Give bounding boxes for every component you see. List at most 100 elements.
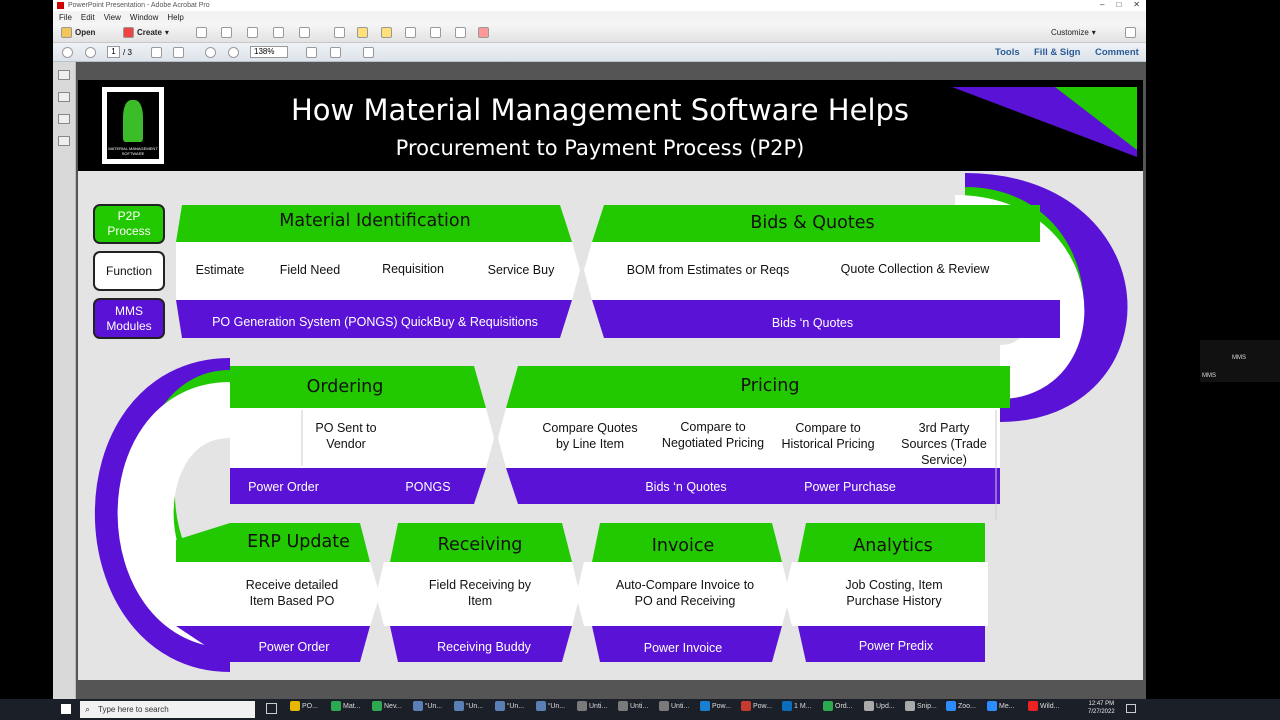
taskbar-item[interactable]: Snip... xyxy=(905,701,942,711)
fill-sign-link[interactable]: Fill & Sign xyxy=(1034,47,1081,58)
band-erp-purple xyxy=(176,626,370,662)
taskbar-item[interactable]: “Un... xyxy=(454,701,491,711)
comment-icon[interactable] xyxy=(357,27,368,38)
previous-page-icon[interactable] xyxy=(62,47,73,58)
open-button[interactable]: Open xyxy=(61,27,95,38)
document-icon[interactable] xyxy=(430,27,441,38)
navigation-pane xyxy=(53,62,76,699)
zoom-select[interactable]: 138% xyxy=(250,46,288,58)
section-title-erp-update: ERP Update xyxy=(247,532,350,552)
function-field-receiving: Field Receiving by Item xyxy=(428,578,532,608)
taskbar-item[interactable]: “Un... xyxy=(495,701,532,711)
taskbar-item[interactable]: Me... xyxy=(987,701,1024,711)
email-icon[interactable] xyxy=(299,27,310,38)
task-view-icon[interactable] xyxy=(266,703,277,714)
taskbar-item[interactable]: Nev... xyxy=(372,701,409,711)
taskbar-item[interactable]: “Un... xyxy=(536,701,573,711)
sign-icon[interactable] xyxy=(405,27,416,38)
function-compare-historical: Compare to Historical Pricing xyxy=(781,421,875,451)
band-pricing-white xyxy=(498,408,1000,468)
close-icon[interactable]: ✕ xyxy=(1133,0,1140,9)
function-bom: BOM from Estimates or Reqs xyxy=(626,263,790,277)
create-pdf-icon xyxy=(123,27,134,38)
menu-window[interactable]: Window xyxy=(129,12,159,22)
hand-tool-icon[interactable] xyxy=(173,47,184,58)
module-receiving-buddy: Receiving Buddy xyxy=(437,640,531,654)
taskbar-item[interactable]: Unti... xyxy=(618,701,655,711)
section-title-material-identification: Material Identification xyxy=(279,211,471,231)
bookmarks-icon[interactable] xyxy=(58,92,70,102)
menu-view[interactable]: View xyxy=(103,12,121,22)
band-bids-green xyxy=(592,205,1040,242)
customize-button[interactable]: Customize▾ xyxy=(1051,28,1096,37)
function-po-sent: PO Sent to Vendor xyxy=(315,421,377,451)
minimize-icon[interactable]: – xyxy=(1100,0,1105,9)
taskbar-item[interactable]: Pow... xyxy=(700,701,737,711)
cloud-icon[interactable] xyxy=(221,27,232,38)
module-pongs-quickbuy: PO Generation System (PONGS) QuickBuy & … xyxy=(212,315,538,329)
title-bar: PowerPoint Presentation - Adobe Acrobat … xyxy=(53,0,1146,11)
notifications-icon[interactable] xyxy=(1126,704,1136,713)
taskbar-item[interactable]: Zoo... xyxy=(946,701,983,711)
comment-link[interactable]: Comment xyxy=(1095,47,1139,58)
windows-taskbar xyxy=(0,699,1280,720)
print-icon[interactable] xyxy=(247,27,258,38)
zoom-in-icon[interactable] xyxy=(228,47,239,58)
taskbar-item[interactable]: Ord... xyxy=(823,701,860,711)
save-icon[interactable] xyxy=(196,27,207,38)
fit-width-icon[interactable] xyxy=(330,47,341,58)
tools-link[interactable]: Tools xyxy=(995,47,1020,58)
zoom-out-icon[interactable] xyxy=(205,47,216,58)
band-invoice-white xyxy=(576,562,790,626)
next-page-icon[interactable] xyxy=(85,47,96,58)
taskbar-item[interactable]: PO... xyxy=(290,701,327,711)
chevron-down-icon: ▾ xyxy=(1091,28,1096,37)
share-icon[interactable] xyxy=(478,27,489,38)
windows-start-icon[interactable] xyxy=(61,704,71,714)
taskbar-item[interactable]: “Un... xyxy=(413,701,450,711)
gear-icon[interactable] xyxy=(334,27,345,38)
page-thumbnails-icon[interactable] xyxy=(58,70,70,80)
attachments-icon[interactable] xyxy=(58,114,70,124)
function-quote-collection: Quote Collection & Review xyxy=(840,262,990,276)
expand-icon[interactable] xyxy=(1125,27,1136,38)
maximize-icon[interactable]: □ xyxy=(1116,0,1122,9)
module-power-purchase: Power Purchase xyxy=(804,480,896,494)
menu-edit[interactable]: Edit xyxy=(80,12,95,22)
section-title-invoice: Invoice xyxy=(651,536,715,556)
page-number-input[interactable]: 1 xyxy=(107,46,120,58)
edit-icon[interactable] xyxy=(273,27,284,38)
menu-help[interactable]: Help xyxy=(167,12,184,22)
mms-logo: MATERIAL MANAGEMENT SOFTWARE xyxy=(100,85,166,166)
read-mode-icon[interactable] xyxy=(363,47,374,58)
taskbar-clock[interactable]: 12:47 PM 7/27/2022 xyxy=(1088,701,1115,715)
chevron-down-icon: ▾ xyxy=(164,28,169,37)
create-button[interactable]: Create▾ xyxy=(123,27,169,38)
function-estimate: Estimate xyxy=(195,263,245,277)
band-material-identification-white xyxy=(176,242,580,300)
taskbar-item[interactable]: 1 M... xyxy=(782,701,819,711)
module-power-predix: Power Predix xyxy=(858,639,934,653)
export-icon[interactable] xyxy=(455,27,466,38)
taskbar-item[interactable]: Unti... xyxy=(577,701,614,711)
band-receiving-purple xyxy=(390,626,572,662)
signature-icon[interactable] xyxy=(58,136,70,146)
highlight-icon[interactable] xyxy=(381,27,392,38)
video-thumbnail-popup[interactable]: MMS MMS xyxy=(1200,340,1280,382)
taskbar-item[interactable]: Upd... xyxy=(864,701,901,711)
taskbar-item[interactable]: Wild... xyxy=(1028,701,1065,711)
fit-page-icon[interactable] xyxy=(306,47,317,58)
band-erp-green xyxy=(176,523,370,562)
taskbar-search-input[interactable]: ⌕ Type here to search xyxy=(80,701,255,718)
taskbar-apps: PO... Mat... Nev... “Un... “Un... “Un...… xyxy=(290,701,1065,711)
slide-title: How Material Management Software Helps xyxy=(290,93,910,127)
slide-subtitle: Procurement to Payment Process (P2P) xyxy=(395,136,805,160)
section-title-receiving: Receiving xyxy=(437,535,523,555)
taskbar-item[interactable]: Pow... xyxy=(741,701,778,711)
legend-p2p-process: P2P Process xyxy=(93,204,165,244)
window-title: PowerPoint Presentation - Adobe Acrobat … xyxy=(68,2,210,9)
taskbar-item[interactable]: Unti... xyxy=(659,701,696,711)
taskbar-item[interactable]: Mat... xyxy=(331,701,368,711)
menu-file[interactable]: File xyxy=(59,12,72,22)
select-cursor-icon[interactable] xyxy=(151,47,162,58)
